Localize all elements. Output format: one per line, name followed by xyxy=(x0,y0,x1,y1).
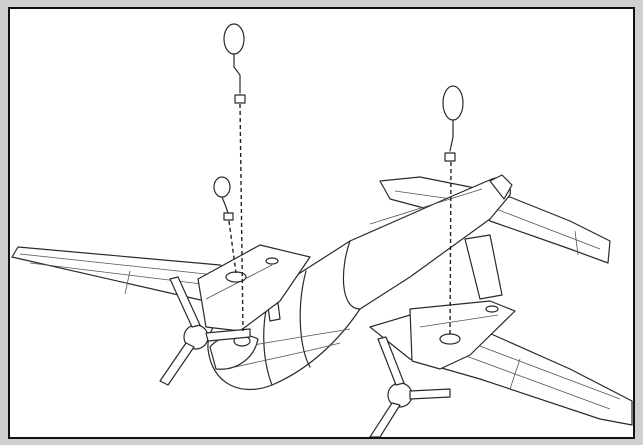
suction-cup-hook-icon xyxy=(223,23,245,55)
left-engine-nacelle xyxy=(197,244,311,347)
left-propeller xyxy=(159,276,251,386)
tail-stabilizer-right xyxy=(479,196,611,264)
aircraft-lifting-diagram xyxy=(11,23,633,437)
hoist-point-left-rear xyxy=(223,23,246,332)
lifting-lug-icon xyxy=(444,152,456,162)
lifting-lug-icon xyxy=(223,212,234,221)
hoist-point-right xyxy=(442,85,464,335)
right-propeller xyxy=(369,336,451,437)
line-drawing-panel xyxy=(8,7,635,439)
suction-cup-hook-icon xyxy=(442,85,464,121)
right-engine-nacelle xyxy=(409,300,516,370)
hoist-point-left-front xyxy=(213,176,237,274)
suction-cup-hook-icon xyxy=(213,176,231,198)
right-wing xyxy=(369,308,633,426)
lifting-lug-icon xyxy=(234,94,246,104)
